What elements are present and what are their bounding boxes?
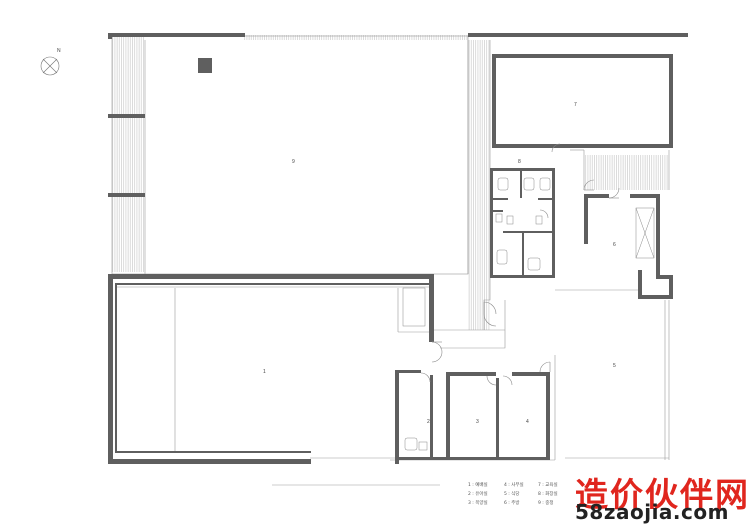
room-label-4: 4 [526,419,529,425]
walls [108,33,688,464]
deck-hatch-mid [468,40,490,330]
room-label-5: 5 [613,363,616,369]
room-label-1: 1 [263,369,266,375]
legend-item: 8 : 화장실 [538,490,558,497]
room-label-9: 9 [292,159,295,165]
legend-item: 2 : 유아실 [468,490,488,497]
legend-item: 6 : 주방 [504,499,520,506]
fixtures [402,177,655,451]
deck-hatch-right [584,155,669,190]
legend-item: 4 : 사무실 [504,481,524,488]
room-label-2: 2 [427,419,430,425]
north-arrow [40,56,60,76]
legend-item: 3 : 목양실 [468,499,488,506]
legend-item: 1 : 예배실 [468,481,488,488]
door-swings [420,143,620,386]
deck-hatch-top [244,35,468,40]
room-label-8: 8 [518,159,521,165]
legend-item: 9 : 중정 [538,499,554,506]
watermark-url: 58zaojia.com [575,500,729,524]
room-label-7: 7 [574,102,577,108]
room-labels: 1 2 3 4 5 6 7 8 9 [263,102,616,425]
watermark-chinese: 造价伙伴网 [575,475,750,514]
deck-hatch-left [112,36,145,272]
thin-outlines [111,35,670,486]
room-label-6: 6 [613,242,616,248]
legend: 1 : 예배실 2 : 유아실 3 : 목양실 4 : 사무실 5 : 식당 6… [468,481,558,506]
room-label-3: 3 [476,419,479,425]
north-label: N [57,48,61,54]
legend-item: 7 : 교육실 [538,481,558,488]
legend-item: 5 : 식당 [504,490,520,497]
